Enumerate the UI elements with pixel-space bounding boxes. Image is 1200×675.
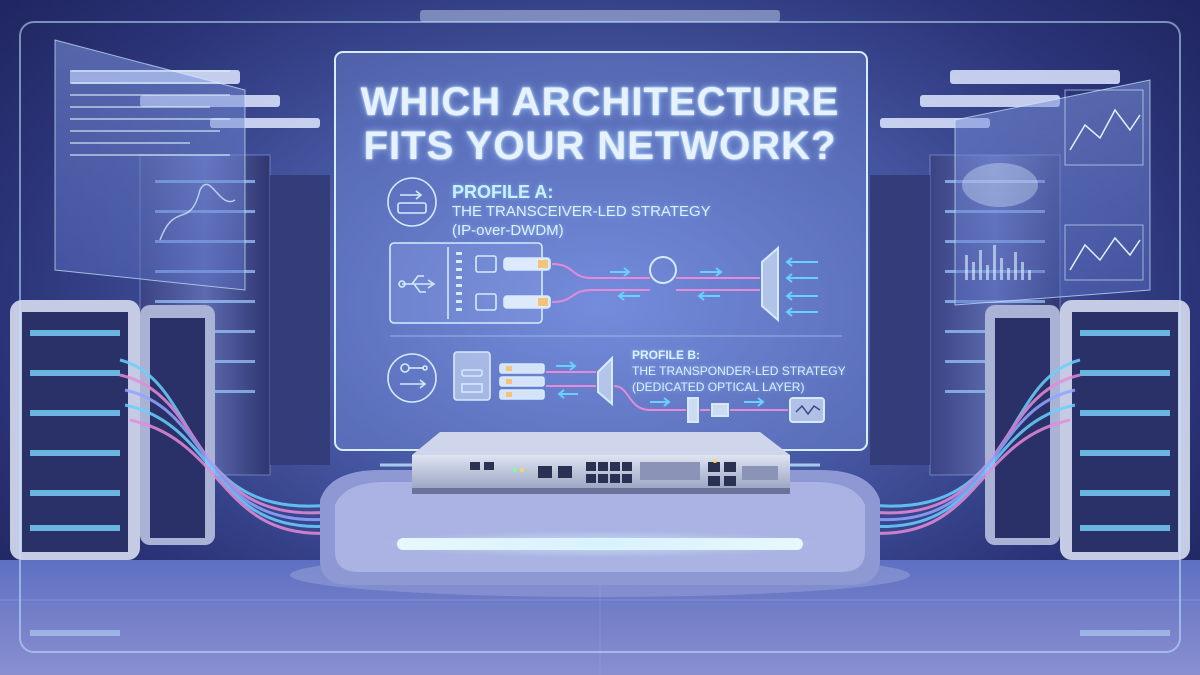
usb-icon: [398, 275, 436, 293]
binary-data-panel: [54, 39, 246, 291]
fiber-cables-left: [119, 358, 331, 535]
network-switch-device: [412, 432, 790, 494]
profile-a-router-icon: [387, 177, 437, 227]
profile-a-diagram: [387, 177, 551, 324]
server-rack-left-front: [10, 300, 215, 560]
floor: [0, 560, 1200, 675]
profile-a-fiber-path: [551, 245, 818, 323]
multiplexer-icon: [761, 245, 779, 323]
world-map-dashboard-panel: [954, 79, 1151, 306]
fiber-cables-right: [869, 358, 1081, 535]
profile-b-diagram: [387, 351, 545, 403]
pedestal: [290, 463, 910, 597]
profile-a-detail: (IP-over-DWDM): [452, 222, 564, 239]
hologram-frame: [19, 21, 1181, 653]
profile-a-subtitle: THE TRANSCEIVER-LED STRATEGY: [452, 203, 711, 220]
headline-line-2: FITS YOUR NETWORK?: [363, 124, 837, 168]
profile-b-heading: PROFILE B:: [632, 348, 700, 362]
fiber-loop-icon: [649, 256, 677, 284]
waveform-icon: [789, 397, 825, 423]
profile-b-subtitle: THE TRANSPONDER-LED STRATEGY: [632, 364, 846, 378]
profile-a-heading: PROFILE A:: [452, 182, 554, 202]
headline-line-1: WHICH ARCHITECTURE: [360, 80, 840, 124]
profile-b-fiber-path: [546, 355, 825, 423]
profile-b-signal-icon: [387, 353, 437, 403]
profile-b-detail: (DEDICATED OPTICAL LAYER): [632, 380, 805, 394]
server-rack-right-front: [985, 300, 1190, 560]
